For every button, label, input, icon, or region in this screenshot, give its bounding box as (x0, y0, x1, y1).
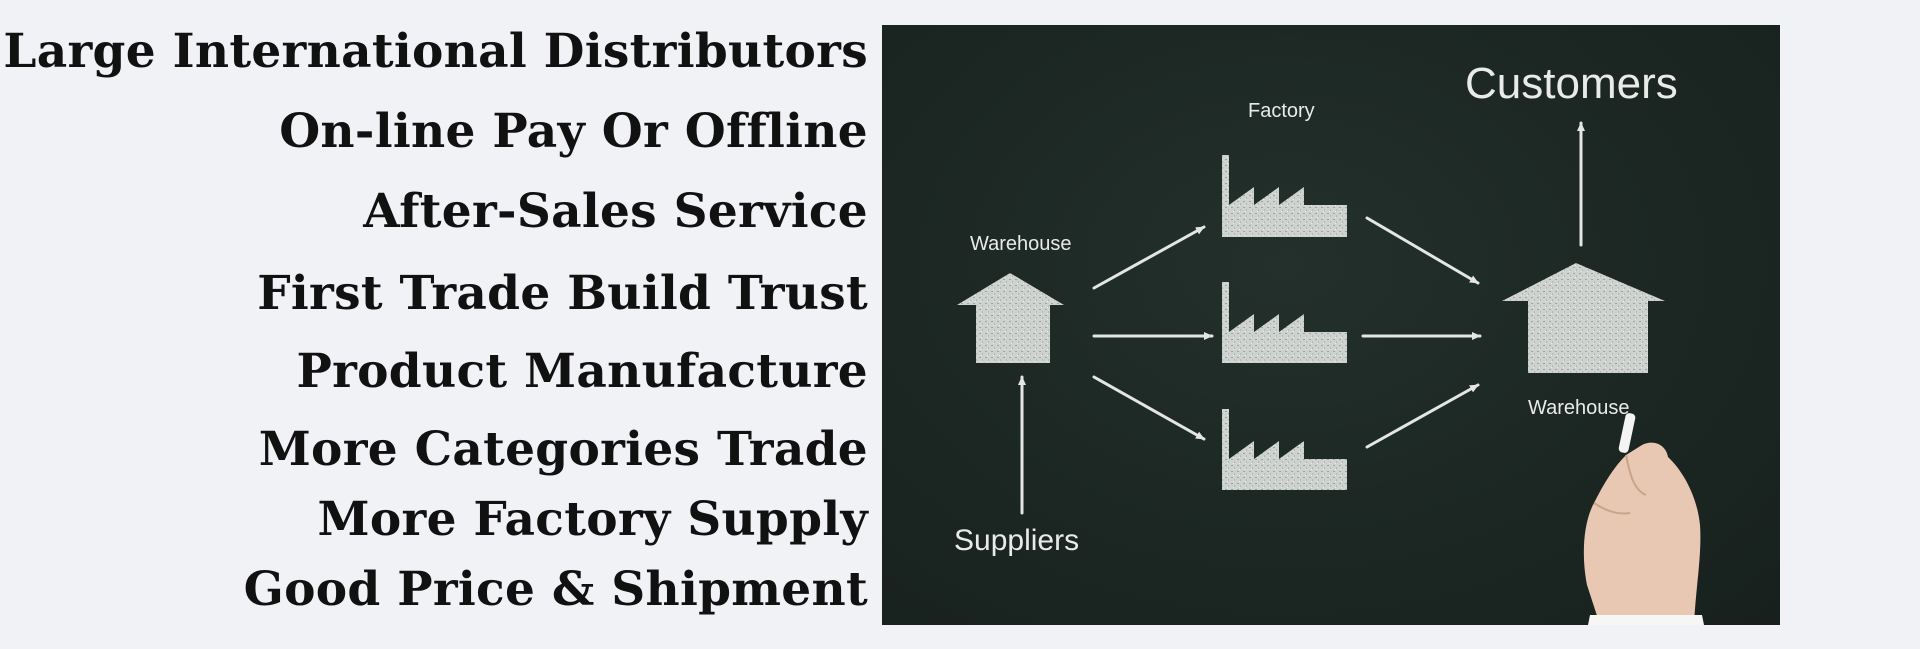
feature-item: First Trade Build Trust (257, 266, 868, 321)
arrow-icon (1092, 375, 1206, 441)
factory-icon (1222, 409, 1347, 490)
warehouse-icon (1502, 263, 1665, 373)
arrow-icon (1092, 225, 1206, 290)
chalkboard-diagram: Customers Factory Warehouse Warehouse Su… (882, 25, 1780, 625)
warehouse-right-label: Warehouse (1528, 397, 1630, 419)
feature-item: On-line Pay Or Offline (279, 104, 868, 159)
chalkboard-drawing: Customers Factory Warehouse Warehouse Su… (954, 59, 1704, 625)
factory-icon (1222, 282, 1347, 363)
feature-item: After-Sales Service (363, 184, 868, 239)
customers-label: Customers (1465, 59, 1678, 108)
arrow-icon (1365, 383, 1480, 449)
feature-item: Product Manufacture (296, 344, 868, 399)
hand-with-chalk (1583, 413, 1704, 625)
warehouse-left-label: Warehouse (970, 233, 1072, 255)
feature-item: Large International Distributors (3, 24, 868, 79)
warehouse-icon (957, 273, 1064, 363)
feature-item: More Categories Trade (258, 422, 868, 477)
arrow-icon (1365, 216, 1480, 285)
feature-item: More Factory Supply (317, 492, 868, 547)
factory-label: Factory (1248, 100, 1315, 122)
factory-icon (1222, 155, 1347, 237)
feature-item: Good Price & Shipment (243, 562, 868, 617)
suppliers-label: Suppliers (954, 524, 1079, 557)
feature-list: Large International Distributors On-line… (0, 0, 868, 649)
